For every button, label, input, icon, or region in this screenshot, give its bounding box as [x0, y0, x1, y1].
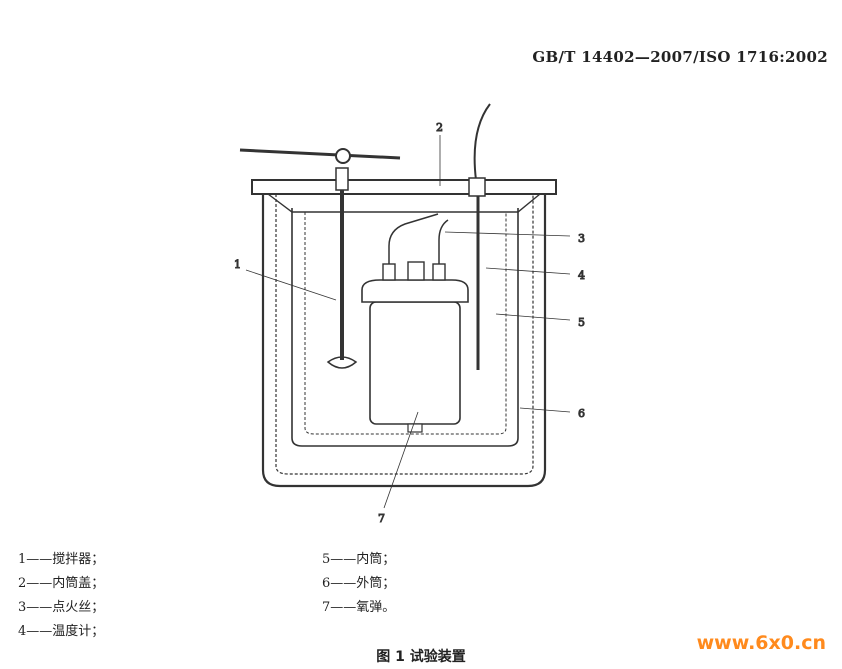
- legend-item: 2——内筒盖；: [18, 576, 105, 591]
- watermark: www.6x0.cn: [696, 632, 826, 654]
- leader-line-7: [383, 411, 419, 509]
- bomb-valve-center: [407, 261, 425, 281]
- leader-line-5: [495, 313, 571, 321]
- legend-item: 1——搅拌器；: [18, 552, 105, 567]
- stirrer-blade: [326, 356, 358, 369]
- figure-caption: 图 1 试验装置: [376, 649, 466, 665]
- callout-1: 1: [234, 258, 241, 271]
- thermometer-fitting: [468, 177, 486, 197]
- legend-item: 6——外筒；: [322, 576, 396, 591]
- bomb-valve-right: [432, 263, 446, 281]
- callout-2: 2: [436, 121, 443, 134]
- lid: [251, 179, 557, 195]
- standard-code: GB/T 14402—2007/ISO 1716:2002: [532, 48, 828, 66]
- inner-cylinder-wall: [291, 208, 519, 447]
- leader-line-4: [485, 267, 571, 275]
- callout-6: 6: [578, 407, 585, 420]
- stirrer-belt: [239, 148, 401, 160]
- stirrer-pulley: [335, 148, 351, 164]
- ignition-wire-left: [388, 213, 439, 264]
- legend-item: 7——氧弹。: [322, 600, 396, 615]
- bomb-valve-left: [382, 263, 396, 281]
- bomb-body: [369, 301, 461, 425]
- callout-4: 4: [578, 269, 585, 282]
- stirrer-bearing: [335, 167, 349, 191]
- callout-7: 7: [378, 512, 385, 525]
- ignition-wire-right: [438, 219, 449, 264]
- outer-cylinder-inner-wall: [275, 194, 534, 475]
- thermometer-cable: [473, 103, 491, 181]
- legend-item: 3——点火丝；: [18, 600, 105, 615]
- legend-item: 4——温度计；: [18, 624, 105, 639]
- bomb-cap: [361, 279, 469, 303]
- outer-cylinder-wall: [261, 192, 547, 488]
- bomb-foot: [407, 423, 423, 433]
- legend-item: 5——内筒；: [322, 552, 396, 567]
- callout-5: 5: [578, 316, 585, 329]
- lid-underside: [267, 193, 541, 213]
- leader-line-1: [245, 269, 337, 301]
- leader-line-6: [519, 407, 571, 413]
- leader-line-3: [444, 231, 571, 237]
- inner-cylinder-inner-wall: [304, 212, 507, 435]
- callout-3: 3: [578, 232, 585, 245]
